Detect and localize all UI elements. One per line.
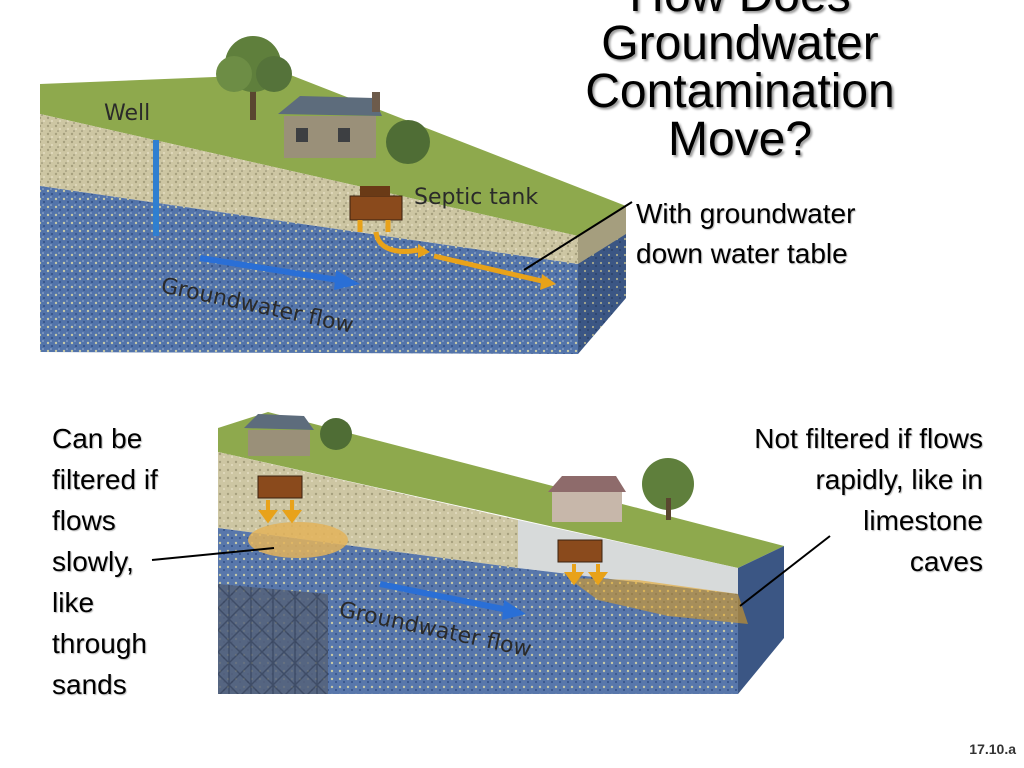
groundwater-layer-bottom xyxy=(218,528,738,694)
limestone-plume xyxy=(568,578,748,624)
pointer-line-top xyxy=(523,201,633,271)
house-left xyxy=(244,414,352,456)
groundwater-flow-arrow xyxy=(199,255,360,290)
septic-contamination-diagram: Well Septic tank Groundwater flow xyxy=(40,36,626,354)
well-label: Well xyxy=(104,101,150,126)
house xyxy=(278,92,382,158)
pointer-line-right xyxy=(739,535,831,607)
septic-tank-left xyxy=(257,475,303,499)
bedrock-fractures xyxy=(218,584,328,694)
house-right xyxy=(548,458,694,522)
caption-bottom-left: Can be filtered if flows slowly, like th… xyxy=(52,423,158,700)
septic-tank-right xyxy=(557,539,603,563)
contaminant-flow xyxy=(357,220,547,285)
slide-number: 17.10.a xyxy=(969,741,1016,757)
contaminant-arrows-bottom xyxy=(258,500,608,586)
caption-top-right: With groundwater down water table xyxy=(636,198,856,269)
septic-tank xyxy=(349,186,403,221)
septic-tank-label: Septic tank xyxy=(414,185,538,210)
grass-surface-bottom xyxy=(218,412,784,568)
groundwater-flow-arrow-bottom xyxy=(379,581,526,620)
soil-layer xyxy=(40,114,578,264)
limestone-layer xyxy=(518,520,738,594)
tree xyxy=(216,36,292,120)
filtering-comparison-diagram: Groundwater flow xyxy=(218,412,784,694)
groundwater-layer xyxy=(40,186,578,354)
slide-title: How Does Groundwater Contamination Move? xyxy=(585,0,895,166)
pointer-line-left xyxy=(151,547,275,561)
caption-bottom-right: Not filtered if flows rapidly, like in l… xyxy=(754,423,983,577)
well-pipe xyxy=(153,140,159,236)
